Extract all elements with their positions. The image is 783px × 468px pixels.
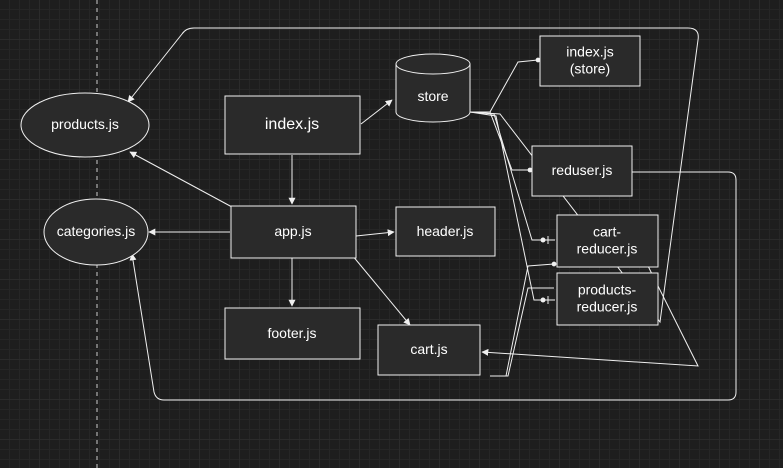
node-products-reducer-js-label: products-reducer.js [577, 281, 638, 314]
connector-dot-cart-reducer [540, 237, 546, 243]
node-products-reducer-js[interactable]: products-reducer.js [556, 272, 659, 326]
node-app-js-label: app.js [274, 223, 311, 239]
edge-app-cart [351, 254, 411, 326]
node-cart-reducer-js-label: cart-reducer.js [577, 223, 638, 256]
node-header-js[interactable]: header.js [395, 206, 496, 257]
node-label-line: index.js [265, 116, 319, 133]
node-cart-js-label: cart.js [410, 341, 447, 357]
edge-reduser-categories-loop [129, 171, 737, 401]
node-categories-js-label: categories.js [57, 223, 136, 239]
node-label-line: index.js [566, 43, 613, 59]
node-layer: products.js categories.js index.js store… [20, 35, 659, 376]
node-reduser-js-label: reduser.js [552, 162, 613, 178]
node-categories-js[interactable]: categories.js [43, 198, 149, 266]
node-label-line: app.js [274, 223, 311, 239]
edge-app-products [129, 151, 233, 208]
node-index-js[interactable]: index.js [224, 95, 361, 155]
edge-index-store [360, 99, 393, 125]
node-label-line: products- [578, 281, 637, 297]
edge-store-products-reducer [469, 111, 555, 301]
node-footer-js[interactable]: footer.js [224, 307, 361, 360]
node-footer-js-label: footer.js [267, 325, 316, 341]
node-label-line: cart.js [410, 341, 447, 357]
node-label-line: categories.js [57, 223, 136, 239]
node-cart-reducer-js[interactable]: cart-reducer.js [556, 214, 659, 268]
edge-store-products-loop [127, 27, 699, 324]
node-products-js-label: products.js [51, 116, 119, 132]
node-store-database[interactable]: store [395, 53, 471, 123]
edge-app-header [355, 229, 395, 237]
node-label-line: products.js [51, 116, 119, 132]
node-header-js-label: header.js [417, 223, 474, 239]
node-label-line: (store) [570, 60, 610, 76]
node-label-line: footer.js [267, 325, 316, 341]
node-index-js-store[interactable]: index.js(store) [539, 35, 641, 87]
node-store-label: store [417, 88, 448, 104]
node-label-line: cart- [593, 223, 621, 239]
node-label-line: reducer.js [577, 240, 638, 256]
node-label-line: reducer.js [577, 298, 638, 314]
edge-store-index-store [470, 57, 541, 113]
edge-layer [127, 27, 737, 401]
node-app-js[interactable]: app.js [230, 205, 357, 259]
node-cart-js[interactable]: cart.js [377, 324, 481, 376]
node-index-js-store-label: index.js(store) [566, 43, 613, 76]
edge-cart-products-reducer [494, 287, 554, 377]
node-index-js-label: index.js [265, 116, 319, 133]
node-label-line: header.js [417, 223, 474, 239]
node-reduser-js[interactable]: reduser.js [531, 145, 633, 197]
node-products-js[interactable]: products.js [20, 92, 150, 158]
connector-dot-products-reducer [540, 297, 546, 303]
node-label-line: reduser.js [552, 162, 613, 178]
edge-cart-cart-reducer [490, 261, 557, 377]
edge-cart-reducer-cart [481, 249, 699, 367]
node-label-line: store [417, 88, 448, 104]
